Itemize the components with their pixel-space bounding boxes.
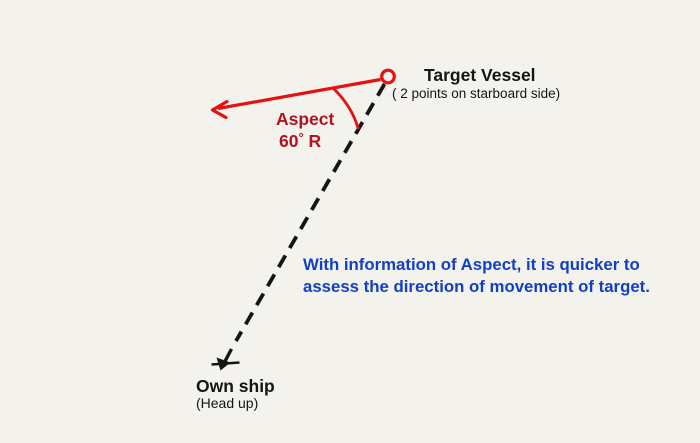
own-ship-sublabel: (Head up) — [196, 395, 259, 411]
target-heading-arrowhead-icon — [210, 99, 229, 120]
target-vessel-label: Target Vessel — [424, 65, 536, 85]
aspect-side: R — [308, 131, 322, 151]
own-ship-crossbar — [211, 361, 240, 366]
target-heading-arrow-shaft — [217, 77, 381, 111]
note-text: With information of Aspect, it is quicke… — [303, 254, 650, 297]
aspect-value: 60° R — [279, 131, 321, 151]
target-vessel-sublabel: ( 2 points on starboard side) — [392, 86, 561, 101]
aspect-angle-arc — [333, 88, 360, 130]
degree-symbol: ° — [298, 130, 304, 145]
aspect-degrees: 60 — [279, 131, 299, 151]
line-of-sight-dashed-line — [234, 83, 387, 342]
note-line-2: assess the direction of movement of targ… — [303, 276, 650, 296]
aspect-label: Aspect — [276, 109, 335, 129]
note-line-1: With information of Aspect, it is quicke… — [303, 255, 640, 274]
own-ship-label: Own ship — [196, 376, 275, 396]
target-vessel-circle-icon — [380, 68, 396, 85]
